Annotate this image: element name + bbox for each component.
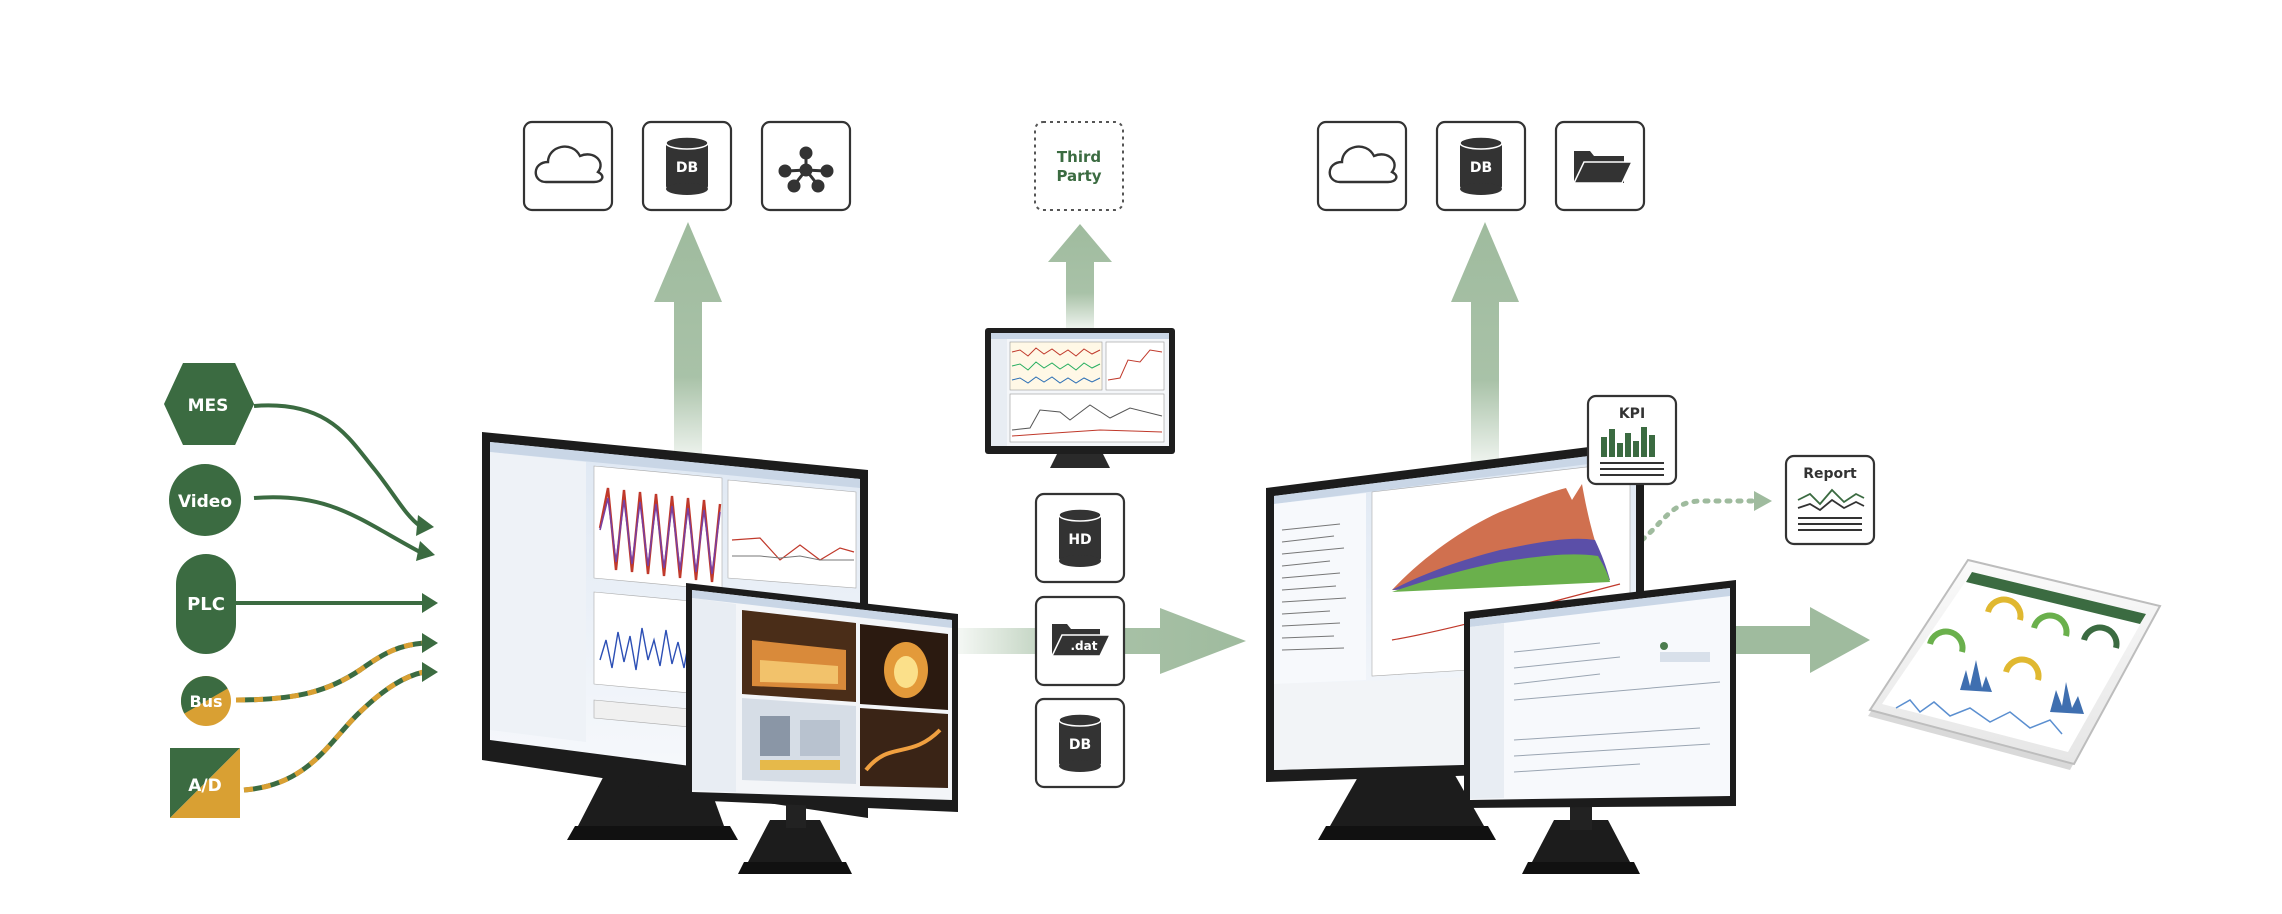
- dat-label: .dat: [1071, 639, 1098, 653]
- dashboard-spike-charts: [1960, 660, 2084, 714]
- hard-disk-icon: [1058, 508, 1102, 567]
- hd-storage-box: HD: [1034, 492, 1126, 584]
- center-small-monitor: [985, 328, 1175, 468]
- kpi-label: KPI: [1619, 406, 1645, 422]
- tablet-dashboard: [1868, 558, 2162, 770]
- third-party-box: Third Party: [1034, 121, 1124, 211]
- center-db-label: DB: [1069, 737, 1091, 753]
- cloud-icon: [1328, 145, 1398, 184]
- database-icon: [665, 136, 709, 195]
- right-db-box: DB: [1435, 120, 1527, 212]
- mes-source: MES: [164, 363, 254, 445]
- database-icon: [1058, 713, 1102, 772]
- left-video-monitor: [686, 583, 958, 874]
- tree-list-lines: [1281, 523, 1347, 651]
- cloud-icon: [534, 145, 604, 184]
- right-cloud-box: [1316, 120, 1408, 212]
- ad-label: A/D: [188, 776, 221, 796]
- report-dotted-arrow: [1639, 491, 1772, 543]
- left-db-label: DB: [676, 160, 698, 176]
- center-top-arrow: [1048, 224, 1112, 330]
- area-chart-plot: [1391, 484, 1621, 641]
- video-feed-furnace: [742, 610, 856, 702]
- plc-label: PLC: [187, 594, 225, 615]
- bus-label: Bus: [189, 692, 222, 711]
- network-icon: [778, 146, 834, 193]
- mes-label: MES: [188, 396, 229, 416]
- video-feed-machine: [742, 698, 856, 784]
- kpi-bar-icon: [1601, 427, 1655, 457]
- third-party-line1: Third: [1057, 148, 1101, 166]
- kpi-box: KPI: [1586, 394, 1678, 486]
- video-source: Video: [169, 464, 241, 536]
- video-feed-fire: [860, 624, 948, 710]
- left-upload-arrow: [654, 222, 722, 460]
- right-db-label: DB: [1470, 160, 1492, 176]
- left-network-box: [760, 120, 852, 212]
- right-folder-box: [1554, 120, 1646, 212]
- form-field-lines: [1513, 642, 1721, 773]
- video-feed-molten: [860, 708, 948, 788]
- report-box: Report: [1784, 454, 1876, 546]
- dat-file-box: .dat: [1034, 595, 1126, 687]
- input-connection-lines: [235, 403, 438, 793]
- video-label: Video: [178, 492, 232, 512]
- hd-label: HD: [1068, 532, 1091, 548]
- ad-source: A/D: [170, 748, 240, 818]
- folder-icon: [1572, 151, 1634, 184]
- center-db-box: DB: [1034, 697, 1126, 789]
- dat-folder-icon: [1050, 624, 1112, 657]
- third-party-line2: Party: [1056, 167, 1101, 185]
- plc-source: PLC: [176, 554, 236, 654]
- right-form-monitor: [1464, 580, 1736, 874]
- left-cloud-box: [522, 120, 614, 212]
- bus-source: Bus: [181, 676, 231, 726]
- database-icon: [1459, 136, 1503, 195]
- left-db-box: DB: [641, 120, 733, 212]
- sine-wave-plot: [598, 487, 722, 583]
- right-to-tablet-arrow: [1730, 607, 1870, 673]
- report-line-icon: [1797, 488, 1865, 512]
- dashboard-gauges: [1927, 596, 2120, 681]
- right-upload-arrow: [1451, 222, 1519, 465]
- report-label: Report: [1803, 466, 1857, 482]
